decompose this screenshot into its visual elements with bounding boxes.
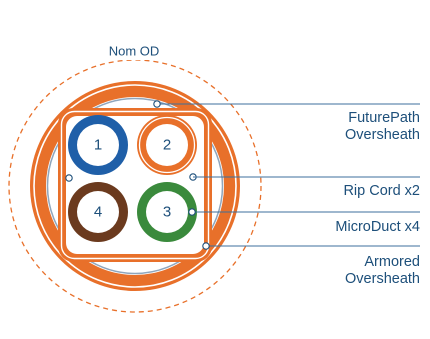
- microduct-4: 4: [68, 182, 128, 242]
- label-rip-cord: Rip Cord x2: [343, 183, 420, 199]
- label-armored-line1: Armored: [364, 254, 420, 270]
- label-microduct: MicroDuct x4: [335, 219, 420, 235]
- label-futurepath-line2: Oversheath: [345, 127, 420, 143]
- leader-dot-microduct: [188, 208, 196, 216]
- duct-ring-highlight: [138, 116, 196, 174]
- steel-armor-ring: [46, 97, 224, 275]
- nom-od-label: Nom OD: [109, 44, 160, 59]
- label-armored-line2: Oversheath: [345, 271, 420, 287]
- leader-dot-futurepath: [153, 100, 161, 108]
- nom-od-circle: [8, 59, 262, 313]
- duct-bore: [146, 124, 188, 166]
- microduct-1: 1: [68, 115, 128, 175]
- duct-number: 4: [94, 204, 102, 221]
- futurepath-oversheath-highlight: [60, 110, 210, 260]
- label-futurepath-line1: FuturePath: [348, 110, 420, 126]
- duct-bore: [77, 124, 119, 166]
- duct-bore: [146, 191, 188, 233]
- microduct-3: 3: [137, 182, 197, 242]
- nom-od-label-bg: [98, 40, 170, 60]
- duct-number: 3: [163, 204, 171, 221]
- duct-bore: [77, 191, 119, 233]
- duct-number: 1: [94, 137, 102, 154]
- leader-dot-armored: [202, 242, 210, 250]
- microduct-2: 2: [137, 115, 197, 175]
- rip-cord-left: [65, 174, 73, 182]
- armored-oversheath-highlight: [33, 84, 237, 288]
- duct-number: 2: [163, 137, 171, 154]
